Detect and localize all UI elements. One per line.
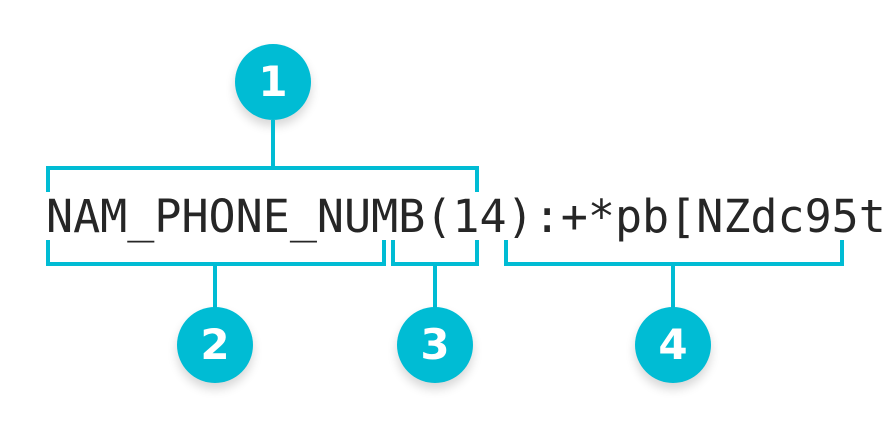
- callout-circle-2[interactable]: 2: [177, 307, 253, 383]
- segment-field-name: NAM_PHONE_NUMB: [46, 190, 426, 243]
- bracket-1: [46, 166, 479, 192]
- callout-circle-3[interactable]: 3: [397, 307, 473, 383]
- callout-circle-4[interactable]: 4: [635, 307, 711, 383]
- callout-stem-3: [433, 264, 437, 308]
- code-line: NAM_PHONE_NUMB(14):+*pb[NZdc95tLB: [46, 190, 890, 244]
- segment-value-with-separator: :+*pb[NZdc95tLB: [533, 190, 890, 243]
- callout-circle-1[interactable]: 1: [235, 44, 311, 120]
- segment-field-length: (14): [425, 190, 534, 243]
- callout-stem-1: [271, 120, 275, 168]
- callout-stem-4: [671, 264, 675, 308]
- callout-stem-2: [213, 264, 217, 308]
